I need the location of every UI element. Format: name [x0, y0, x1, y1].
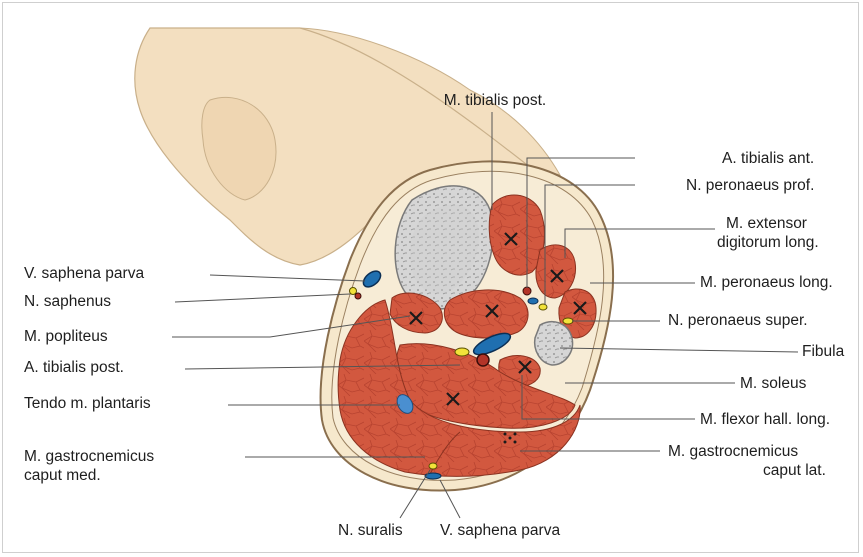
sural-nerve-bottom: [429, 463, 437, 469]
label-v-saphena-parva-bottom: V. saphena parva: [440, 522, 560, 540]
anterior-tibial-artery: [523, 287, 531, 295]
label-a-tibialis-ant: A. tibialis ant.: [722, 150, 814, 168]
label-gastro-lat-line1: M. gastrocnemicus: [668, 443, 798, 461]
v-saphena-small: [355, 293, 361, 299]
superficial-peroneal-nerve: [563, 318, 573, 324]
label-extensor-line2: digitorum long.: [717, 234, 819, 252]
label-v-saphena-parva-left: V. saphena parva: [24, 265, 144, 283]
anterior-tibial-vein: [528, 298, 538, 304]
label-extensor-line1: M. extensor: [726, 215, 807, 233]
label-fibula: Fibula: [802, 343, 844, 361]
tibial-nerve: [455, 348, 469, 356]
label-n-suralis: N. suralis: [338, 522, 403, 540]
label-gastro-lat-line2: caput lat.: [763, 462, 826, 480]
muscle-tibialis-ant: [489, 195, 544, 275]
label-tibialis-post: M. tibialis post.: [415, 92, 575, 110]
label-peronaeus-long: M. peronaeus long.: [700, 274, 833, 292]
label-gastro-med-line2: caput med.: [24, 467, 101, 485]
posterior-tibial-artery: [477, 354, 489, 366]
label-soleus: M. soleus: [740, 375, 806, 393]
label-plantaris: Tendo m. plantaris: [24, 395, 151, 413]
label-popliteus: M. popliteus: [24, 328, 108, 346]
deep-peroneal-nerve: [539, 304, 547, 310]
label-gastro-med-line1: M. gastrocnemicus: [24, 448, 154, 466]
fibula-bone: [535, 322, 573, 365]
muscle-tibialis-post: [444, 290, 528, 338]
label-peronaeus-super: N. peronaeus super.: [668, 312, 808, 330]
label-n-peronaeus-prof: N. peronaeus prof.: [686, 177, 814, 195]
n-saphenus-dot: [350, 288, 357, 295]
label-a-tibialis-post: A. tibialis post.: [24, 359, 124, 377]
label-n-saphenus: N. saphenus: [24, 293, 111, 311]
label-flexor-hall: M. flexor hall. long.: [700, 411, 830, 429]
